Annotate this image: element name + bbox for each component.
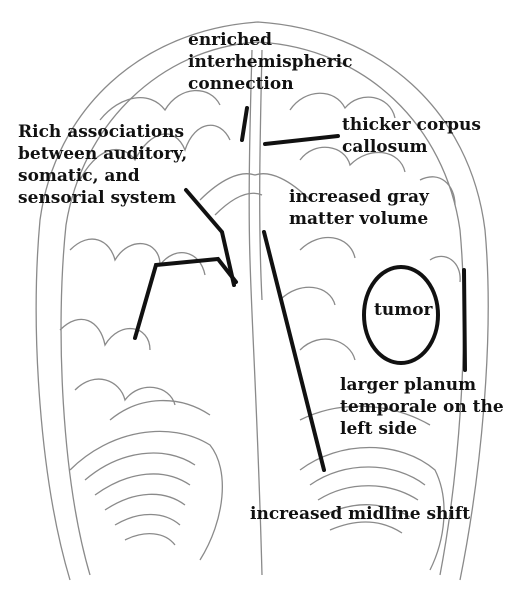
pointer-corpus xyxy=(265,136,338,144)
pointer-interhemispheric xyxy=(242,108,247,140)
bar-planum xyxy=(464,270,465,370)
bracket-auditory-region xyxy=(135,259,236,338)
pointer-midline-shift xyxy=(264,232,324,470)
label-gray-matter: increased gray matter volume xyxy=(289,186,429,230)
label-interhemispheric: enriched interhemispheric connection xyxy=(188,29,352,95)
label-midline-shift: increased midline shift xyxy=(250,503,470,525)
label-tumor: tumor xyxy=(374,299,433,321)
cerebellum-left xyxy=(70,401,222,560)
midline-fissure xyxy=(249,50,262,575)
label-associations: Rich associations between auditory, soma… xyxy=(18,121,187,209)
label-planum-temporale: larger planum temporale on the left side xyxy=(340,374,504,440)
label-corpus-callosum: thicker corpus callosum xyxy=(342,114,481,158)
